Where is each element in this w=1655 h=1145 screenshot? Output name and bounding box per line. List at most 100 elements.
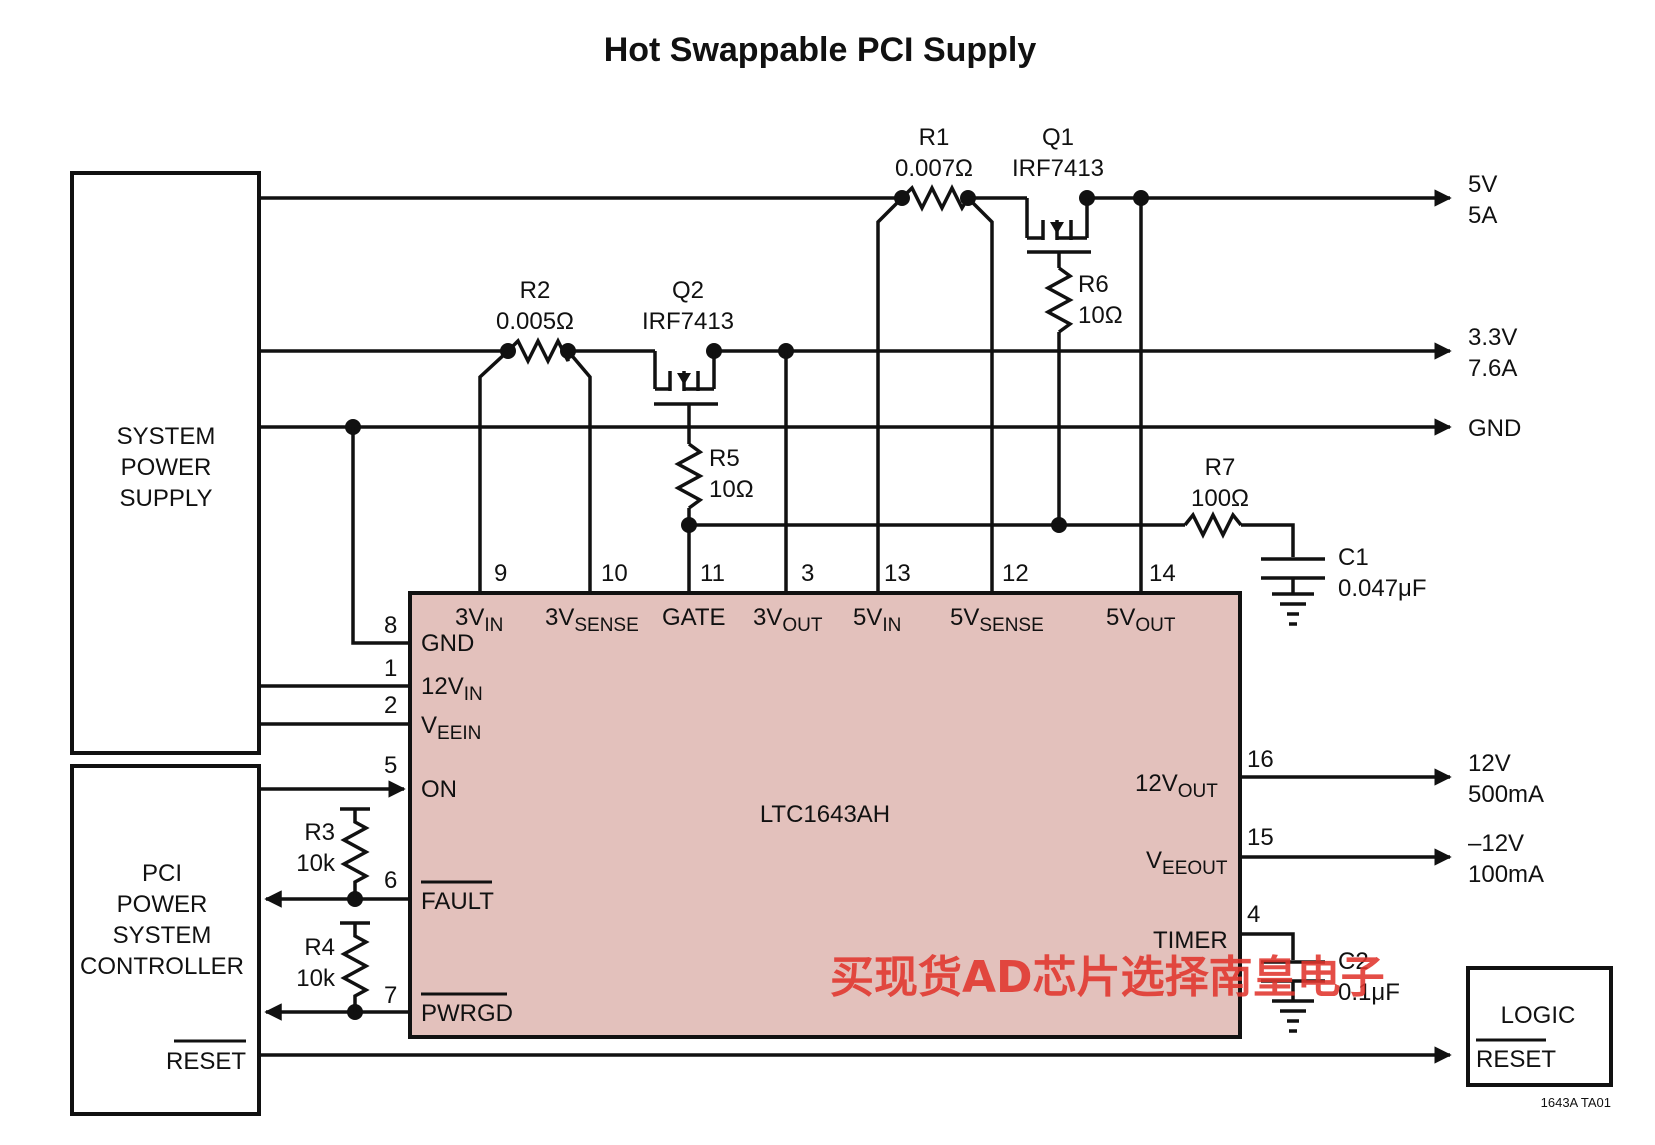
r1-resistor xyxy=(900,184,970,212)
sps-label-line2: POWER xyxy=(121,454,212,481)
logic-block xyxy=(1466,966,1613,1087)
pin-label-3vin: 3VIN xyxy=(455,604,503,636)
pin-label-timer: TIMER xyxy=(1153,927,1228,954)
pin-label-5vsense: 5VSENSE xyxy=(950,604,1044,636)
pci-label-line2: POWER xyxy=(117,891,208,918)
pin-label-3vsense: 3VSENSE xyxy=(545,604,639,636)
pci-label-line4: CONTROLLER xyxy=(80,953,244,980)
out-3v3-current: 7.6A xyxy=(1468,355,1517,382)
c1-ground-icon xyxy=(1272,592,1314,626)
wire-timer-c2 xyxy=(1240,932,1295,960)
r2-value: 0.005Ω xyxy=(496,308,574,335)
c2-ground-icon xyxy=(1272,999,1314,1033)
r1-ref: R1 xyxy=(919,124,950,151)
figure-code: 1643A TA01 xyxy=(1541,1095,1611,1110)
system-power-supply-block xyxy=(70,171,261,755)
pin-label-5vout: 5VOUT xyxy=(1106,604,1176,636)
logic-label: LOGIC xyxy=(1501,1002,1576,1029)
c2-capacitor xyxy=(1261,960,1325,1001)
pin-label-pwrgd: PWRGD xyxy=(421,1000,513,1027)
pin-num-2: 2 xyxy=(384,692,397,719)
r5-resistor xyxy=(674,442,704,510)
r6-resistor xyxy=(1044,266,1074,334)
out-neg12v-voltage: –12V xyxy=(1468,830,1524,857)
pin-label-on: ON xyxy=(421,776,457,803)
pin-num-14: 14 xyxy=(1149,560,1176,587)
r7-value: 100Ω xyxy=(1191,485,1249,512)
r3-resistor xyxy=(340,809,370,899)
pci-reset-label: RESET xyxy=(166,1048,246,1075)
pin-label-12vin: 12VIN xyxy=(421,673,483,705)
pin-num-12: 12 xyxy=(1002,560,1029,587)
pin-num-4: 4 xyxy=(1247,901,1260,928)
c2-value: 0.1μF xyxy=(1338,979,1400,1006)
q1-ref: Q1 xyxy=(1042,124,1074,151)
pin-label-fault: FAULT xyxy=(421,888,494,915)
watermark-text: 买现货AD芯片选择南皇电子 xyxy=(830,952,1385,1003)
pin-label-3vout: 3VOUT xyxy=(753,604,823,636)
out-5v-voltage: 5V xyxy=(1468,171,1497,198)
r3-value: 10k xyxy=(296,850,336,877)
c1-capacitor xyxy=(1261,557,1325,594)
out-5v-current: 5A xyxy=(1468,202,1497,229)
q2-ref: Q2 xyxy=(672,277,704,304)
pin-num-10: 10 xyxy=(601,560,628,587)
c2-ref: C2 xyxy=(1338,948,1369,975)
sps-label-line1: SYSTEM xyxy=(117,423,216,450)
sps-label-line3: SUPPLY xyxy=(120,485,213,512)
wire-5vsense-pin12 xyxy=(966,196,994,593)
diagram-title: Hot Swappable PCI Supply xyxy=(604,31,1037,69)
pin-num-15: 15 xyxy=(1247,824,1274,851)
r6-value: 10Ω xyxy=(1078,302,1123,329)
pin-num-7: 7 xyxy=(384,982,397,1009)
r4-resistor xyxy=(340,923,370,1012)
pin-label-veeout: VEEOUT xyxy=(1146,847,1228,879)
pin-label-gate: GATE xyxy=(662,604,726,631)
r2-resistor xyxy=(506,337,570,365)
q2-mosfet xyxy=(653,351,718,406)
r5-ref: R5 xyxy=(709,445,740,472)
out-12v-current: 500mA xyxy=(1468,781,1544,808)
r3-ref: R3 xyxy=(304,819,335,846)
wire-3vsense-pin10 xyxy=(566,349,592,593)
wire-3vin-pin9 xyxy=(478,349,510,593)
out-12v-voltage: 12V xyxy=(1468,750,1511,777)
pci-label-line3: SYSTEM xyxy=(113,922,212,949)
q2-value: IRF7413 xyxy=(642,308,734,335)
pin-num-13: 13 xyxy=(884,560,911,587)
r6-ref: R6 xyxy=(1078,271,1109,298)
pin-num-5: 5 xyxy=(384,752,397,779)
pin-label-gnd: GND xyxy=(421,630,474,657)
pin-label-veein: VEEIN xyxy=(421,712,481,744)
r2-ref: R2 xyxy=(520,277,551,304)
c1-ref: C1 xyxy=(1338,544,1369,571)
r4-ref: R4 xyxy=(304,934,335,961)
out-gnd: GND xyxy=(1468,415,1521,442)
r1-value: 0.007Ω xyxy=(895,155,973,182)
q1-value: IRF7413 xyxy=(1012,155,1104,182)
pin-num-9: 9 xyxy=(494,560,507,587)
r7-resistor xyxy=(1183,511,1243,539)
pin-num-1: 1 xyxy=(384,655,397,682)
pin-num-6: 6 xyxy=(384,867,397,894)
logic-reset-label: RESET xyxy=(1476,1046,1556,1073)
pin-label-5vin: 5VIN xyxy=(853,604,901,636)
pci-label-line1: PCI xyxy=(142,860,182,887)
c1-value: 0.047μF xyxy=(1338,575,1427,602)
pin-label-12vout: 12VOUT xyxy=(1135,770,1218,802)
pin-num-3: 3 xyxy=(801,560,814,587)
r4-value: 10k xyxy=(296,965,336,992)
out-neg12v-current: 100mA xyxy=(1468,861,1544,888)
pin-num-11: 11 xyxy=(700,560,725,587)
pci-controller-block xyxy=(70,764,261,1116)
wire-5vin-pin13 xyxy=(876,196,904,593)
pin-num-8: 8 xyxy=(384,612,397,639)
chip-name: LTC1643AH xyxy=(760,801,890,828)
q1-mosfet xyxy=(1025,198,1091,254)
r5-value: 10Ω xyxy=(709,476,754,503)
out-3v3-voltage: 3.3V xyxy=(1468,324,1517,351)
wire-r7-c1 xyxy=(1241,523,1295,557)
pin-num-16: 16 xyxy=(1247,746,1274,773)
wire-gnd-pin8 xyxy=(351,427,410,645)
